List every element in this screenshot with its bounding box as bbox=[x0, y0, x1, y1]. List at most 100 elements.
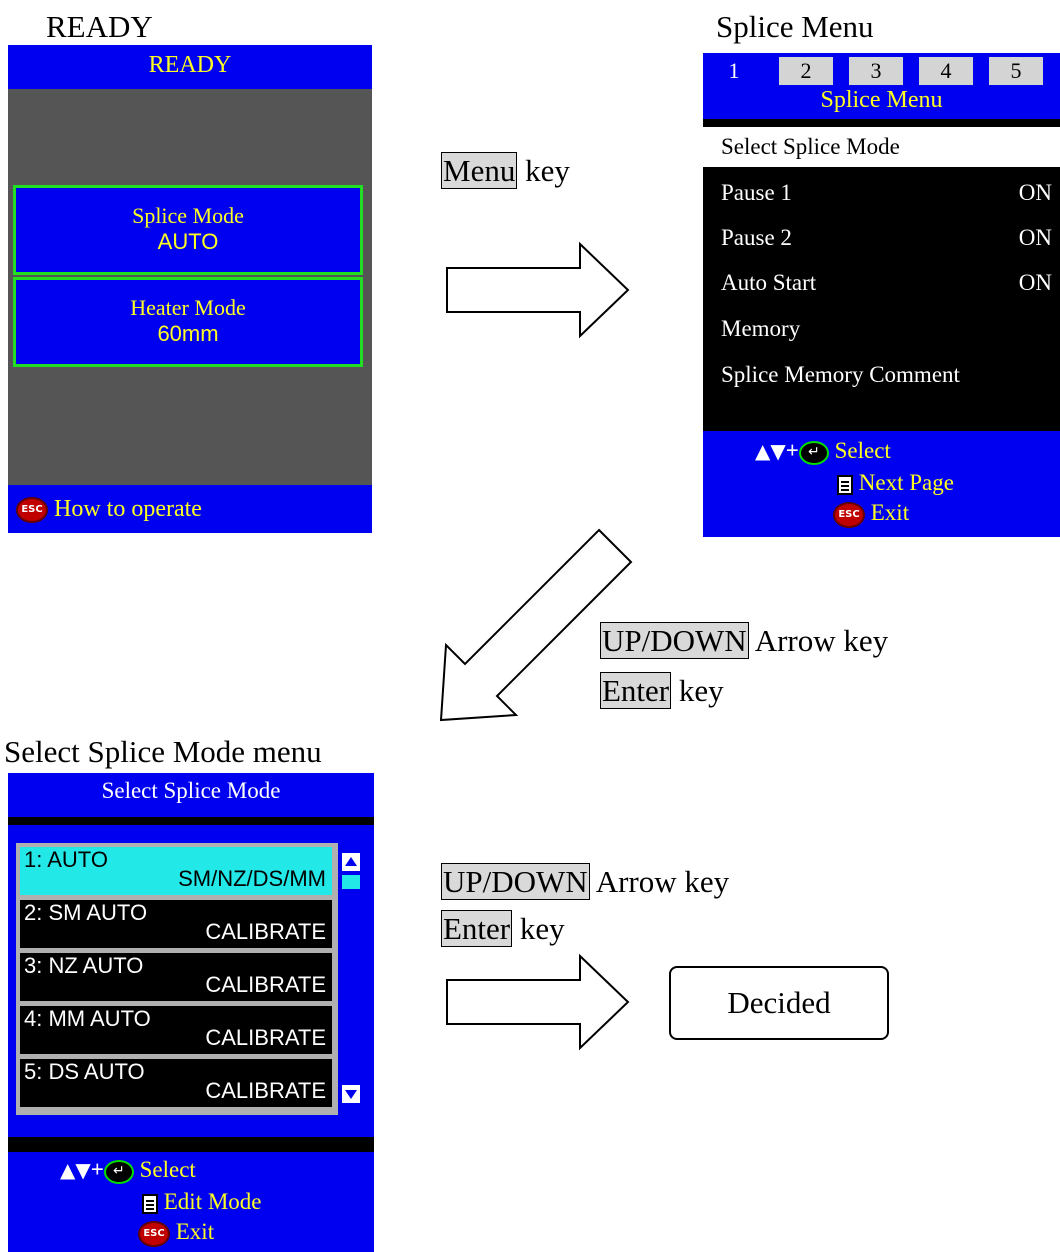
footer-edit-line: Edit Mode bbox=[142, 1186, 262, 1217]
enter-key-label: Enter bbox=[600, 672, 672, 709]
step1-text: key bbox=[525, 153, 570, 188]
menu-item-auto-start[interactable]: Auto Start ON bbox=[703, 263, 1060, 303]
footer-next-line: Next Page bbox=[837, 467, 954, 498]
step2-instruction-line2: Enter key bbox=[600, 672, 724, 709]
scroll-down-icon[interactable] bbox=[342, 1085, 360, 1103]
menu-item-label: Select Splice Mode bbox=[721, 134, 900, 159]
step2-text2: key bbox=[678, 673, 724, 708]
splice-mode-value: AUTO bbox=[157, 229, 219, 254]
mode-item-line2: CALIBRATE bbox=[205, 1025, 326, 1050]
menu-item-pause-1[interactable]: Pause 1 ON bbox=[703, 173, 1060, 213]
enter-icon: ↵ bbox=[798, 440, 829, 465]
menu-item-label: Memory bbox=[721, 316, 801, 341]
footer-edit-text: Edit Mode bbox=[163, 1189, 262, 1214]
menu-item-label: Auto Start bbox=[721, 270, 817, 295]
tab-5[interactable]: 5 bbox=[989, 57, 1043, 85]
footer-exit-text: Exit bbox=[175, 1219, 215, 1244]
esc-icon[interactable]: ESC bbox=[833, 501, 865, 528]
up-down-arrows-icon: ▲▼ bbox=[755, 439, 786, 463]
right-arrow-icon bbox=[446, 241, 630, 339]
menu-item-splice-memory-comment[interactable]: Splice Memory Comment bbox=[703, 355, 1060, 395]
page-icon bbox=[837, 474, 853, 495]
mode-item-line1: 5: DS AUTO bbox=[24, 1059, 145, 1084]
footer-exit-line: ESC Exit bbox=[833, 497, 909, 528]
heater-mode-label: Heater Mode bbox=[130, 295, 246, 320]
footer-exit-text: Exit bbox=[870, 500, 910, 525]
mode-item-5[interactable]: 5: DS AUTO CALIBRATE bbox=[20, 1059, 332, 1107]
menu-item-label: Pause 1 bbox=[721, 180, 792, 205]
page-icon bbox=[142, 1193, 158, 1214]
footer-select-line: ▲▼+↵ Select bbox=[60, 1157, 196, 1184]
up-down-key-label: UP/DOWN bbox=[600, 622, 749, 659]
ready-footer: ESC How to operate bbox=[8, 485, 372, 533]
mode-list: 1: AUTO SM/NZ/DS/MM 2: SM AUTO CALIBRATE… bbox=[16, 843, 338, 1115]
splice-menu-screen: 1 2 3 4 5 Splice Menu Select Splice Mode… bbox=[703, 53, 1060, 537]
splice-menu-caption: Splice Menu bbox=[716, 9, 874, 44]
heater-mode-box[interactable]: Heater Mode 60mm bbox=[13, 277, 363, 367]
mode-item-2[interactable]: 2: SM AUTO CALIBRATE bbox=[20, 900, 332, 948]
ready-title: READY bbox=[8, 45, 372, 89]
menu-item-value: ON bbox=[1018, 270, 1052, 295]
step3-text2: key bbox=[519, 911, 565, 946]
splice-menu-footer: ▲▼+↵ Select Next Page ESC Exit bbox=[703, 431, 1060, 537]
menu-item-label: Splice Memory Comment bbox=[721, 362, 960, 387]
ready-caption: READY bbox=[46, 9, 153, 44]
tab-1[interactable]: 1 bbox=[707, 57, 761, 85]
menu-item-select-splice-mode[interactable]: Select Splice Mode bbox=[703, 127, 1060, 167]
step2-instruction-line1: UP/DOWN Arrow key bbox=[600, 622, 889, 659]
step3-instruction-line2: Enter key bbox=[441, 910, 565, 947]
footer-select-line: ▲▼+↵ Select bbox=[755, 438, 891, 465]
enter-key-label: Enter bbox=[441, 910, 513, 947]
mode-item-line1: 1: AUTO bbox=[24, 847, 108, 872]
menu-item-label: Pause 2 bbox=[721, 225, 792, 250]
mode-item-line2: CALIBRATE bbox=[205, 1078, 326, 1103]
tab-4[interactable]: 4 bbox=[919, 57, 973, 85]
up-down-key-label: UP/DOWN bbox=[441, 863, 590, 900]
tab-3[interactable]: 3 bbox=[849, 57, 903, 85]
mode-list-scrollbar[interactable] bbox=[342, 853, 360, 1103]
mode-item-4[interactable]: 4: MM AUTO CALIBRATE bbox=[20, 1006, 332, 1054]
ready-screen: READY Splice Mode AUTO Heater Mode 60mm … bbox=[8, 45, 372, 533]
esc-icon[interactable]: ESC bbox=[16, 497, 48, 524]
menu-item-value: ON bbox=[1018, 180, 1052, 205]
scroll-up-icon[interactable] bbox=[342, 853, 360, 871]
esc-icon[interactable]: ESC bbox=[138, 1220, 170, 1247]
step3-instruction-line1: UP/DOWN Arrow key bbox=[441, 863, 730, 900]
splice-mode-label: Splice Mode bbox=[132, 203, 244, 228]
menu-key-label: Menu bbox=[441, 152, 518, 189]
step3-text1: Arrow key bbox=[595, 864, 730, 899]
mode-item-line1: 2: SM AUTO bbox=[24, 900, 148, 925]
mode-item-line2: SM/NZ/DS/MM bbox=[178, 866, 326, 891]
mode-item-line1: 3: NZ AUTO bbox=[24, 953, 144, 978]
select-mode-caption: Select Splice Mode menu bbox=[4, 734, 322, 769]
down-left-arrow-icon bbox=[439, 528, 633, 722]
splice-menu-header: Splice Menu bbox=[703, 85, 1060, 119]
menu-item-pause-2[interactable]: Pause 2 ON bbox=[703, 218, 1060, 258]
up-down-arrows-icon: ▲▼ bbox=[60, 1158, 91, 1182]
footer-next-text: Next Page bbox=[858, 470, 954, 495]
tab-bar: 1 2 3 4 5 bbox=[703, 53, 1060, 85]
mode-item-line1: 4: MM AUTO bbox=[24, 1006, 151, 1031]
footer-select-text: Select bbox=[834, 438, 891, 463]
menu-item-value: ON bbox=[1018, 225, 1052, 250]
scroll-thumb[interactable] bbox=[342, 875, 360, 889]
select-mode-header: Select Splice Mode bbox=[8, 773, 374, 817]
menu-item-memory[interactable]: Memory bbox=[703, 309, 1060, 349]
mode-item-line2: CALIBRATE bbox=[205, 919, 326, 944]
step1-instruction: Menu key bbox=[441, 152, 570, 189]
select-mode-footer: ▲▼+↵ Select Edit Mode ESC Exit bbox=[8, 1152, 374, 1252]
mode-item-line2: CALIBRATE bbox=[205, 972, 326, 997]
footer-exit-line: ESC Exit bbox=[138, 1216, 214, 1247]
mode-item-3[interactable]: 3: NZ AUTO CALIBRATE bbox=[20, 953, 332, 1001]
enter-icon: ↵ bbox=[103, 1159, 134, 1184]
decided-box: Decided bbox=[669, 966, 889, 1040]
footer-select-text: Select bbox=[139, 1157, 196, 1182]
tab-2[interactable]: 2 bbox=[779, 57, 833, 85]
step2-text1: Arrow key bbox=[754, 623, 889, 658]
heater-mode-value: 60mm bbox=[157, 321, 219, 346]
mode-item-1[interactable]: 1: AUTO SM/NZ/DS/MM bbox=[20, 847, 332, 895]
right-arrow-icon bbox=[446, 953, 630, 1051]
select-splice-mode-screen: Select Splice Mode 1: AUTO SM/NZ/DS/MM 2… bbox=[8, 773, 374, 1252]
splice-mode-box[interactable]: Splice Mode AUTO bbox=[13, 185, 363, 275]
